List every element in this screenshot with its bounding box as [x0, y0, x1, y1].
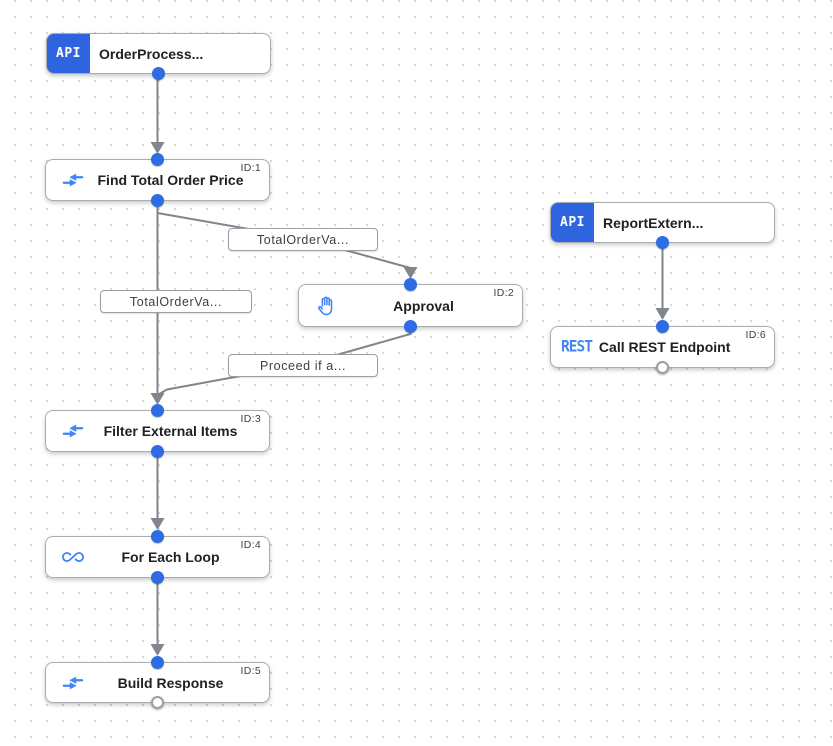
- input-port[interactable]: [656, 320, 669, 333]
- node-task-find-total-order-price[interactable]: ID:1 Find Total Order Price: [45, 153, 270, 207]
- node-title: Approval: [393, 297, 454, 314]
- data-mapping-icon: [62, 169, 84, 191]
- arrowhead-icon: [150, 393, 165, 405]
- input-port[interactable]: [151, 153, 164, 166]
- node-title: Call REST Endpoint: [598, 339, 731, 355]
- node-task-build-response[interactable]: ID:5 Build Response: [45, 656, 270, 709]
- output-port[interactable]: [656, 236, 669, 249]
- output-port[interactable]: [152, 67, 165, 80]
- arrowhead-icon: [150, 518, 165, 530]
- edge-label-proceed-if[interactable]: Proceed if a...: [228, 354, 378, 377]
- input-port[interactable]: [151, 656, 164, 669]
- node-title: OrderProcess...: [99, 45, 204, 62]
- api-trigger-icon: API: [551, 203, 594, 242]
- edge-find-to-approval: [156, 203, 411, 269]
- node-trigger-orderprocess[interactable]: API OrderProcess...: [46, 33, 271, 80]
- api-trigger-icon: API: [47, 34, 90, 73]
- input-port[interactable]: [151, 530, 164, 543]
- for-each-loop-icon: [62, 546, 84, 568]
- arrowhead-icon: [150, 644, 165, 656]
- output-port[interactable]: [151, 445, 164, 458]
- node-title: Build Response: [117, 674, 224, 691]
- edge-label-total-order-value-top[interactable]: TotalOrderVa...: [228, 228, 378, 251]
- output-port[interactable]: [151, 194, 164, 207]
- arrowhead-icon: [150, 142, 165, 154]
- output-port-unconnected[interactable]: [151, 696, 164, 709]
- output-port[interactable]: [404, 320, 417, 333]
- node-title: ReportExtern...: [603, 214, 704, 231]
- node-task-call-rest-endpoint[interactable]: ID:6 REST Call REST Endpoint: [550, 320, 775, 374]
- output-port[interactable]: [151, 571, 164, 584]
- node-trigger-reportextern[interactable]: API ReportExtern...: [550, 202, 775, 249]
- input-port[interactable]: [151, 404, 164, 417]
- task-id-badge: ID:4: [240, 539, 261, 551]
- node-title: For Each Loop: [121, 549, 220, 565]
- task-id-badge: ID:5: [240, 665, 261, 677]
- node-title: Find Total Order Price: [97, 172, 244, 188]
- task-id-badge: ID:6: [745, 329, 766, 341]
- approval-hand-icon: [315, 295, 337, 317]
- rest-text-icon: REST: [561, 338, 593, 356]
- node-title: Filter External Items: [103, 423, 238, 439]
- node-task-filter-external-items[interactable]: ID:3 Filter External Items: [45, 404, 270, 458]
- edge-label-total-order-value-left[interactable]: TotalOrderVa...: [100, 290, 252, 313]
- task-id-badge: ID:3: [240, 413, 261, 425]
- task-id-badge: ID:2: [493, 287, 514, 299]
- node-task-for-each-loop[interactable]: ID:4 For Each Loop: [45, 530, 270, 584]
- arrowhead-icon: [403, 267, 418, 279]
- arrowhead-icon: [655, 308, 670, 320]
- data-mapping-icon: [62, 672, 84, 694]
- output-port-unconnected[interactable]: [656, 361, 669, 374]
- input-port[interactable]: [404, 278, 417, 291]
- node-task-approval[interactable]: ID:2 Approval: [298, 278, 523, 333]
- data-mapping-icon: [62, 420, 84, 442]
- task-id-badge: ID:1: [240, 162, 261, 174]
